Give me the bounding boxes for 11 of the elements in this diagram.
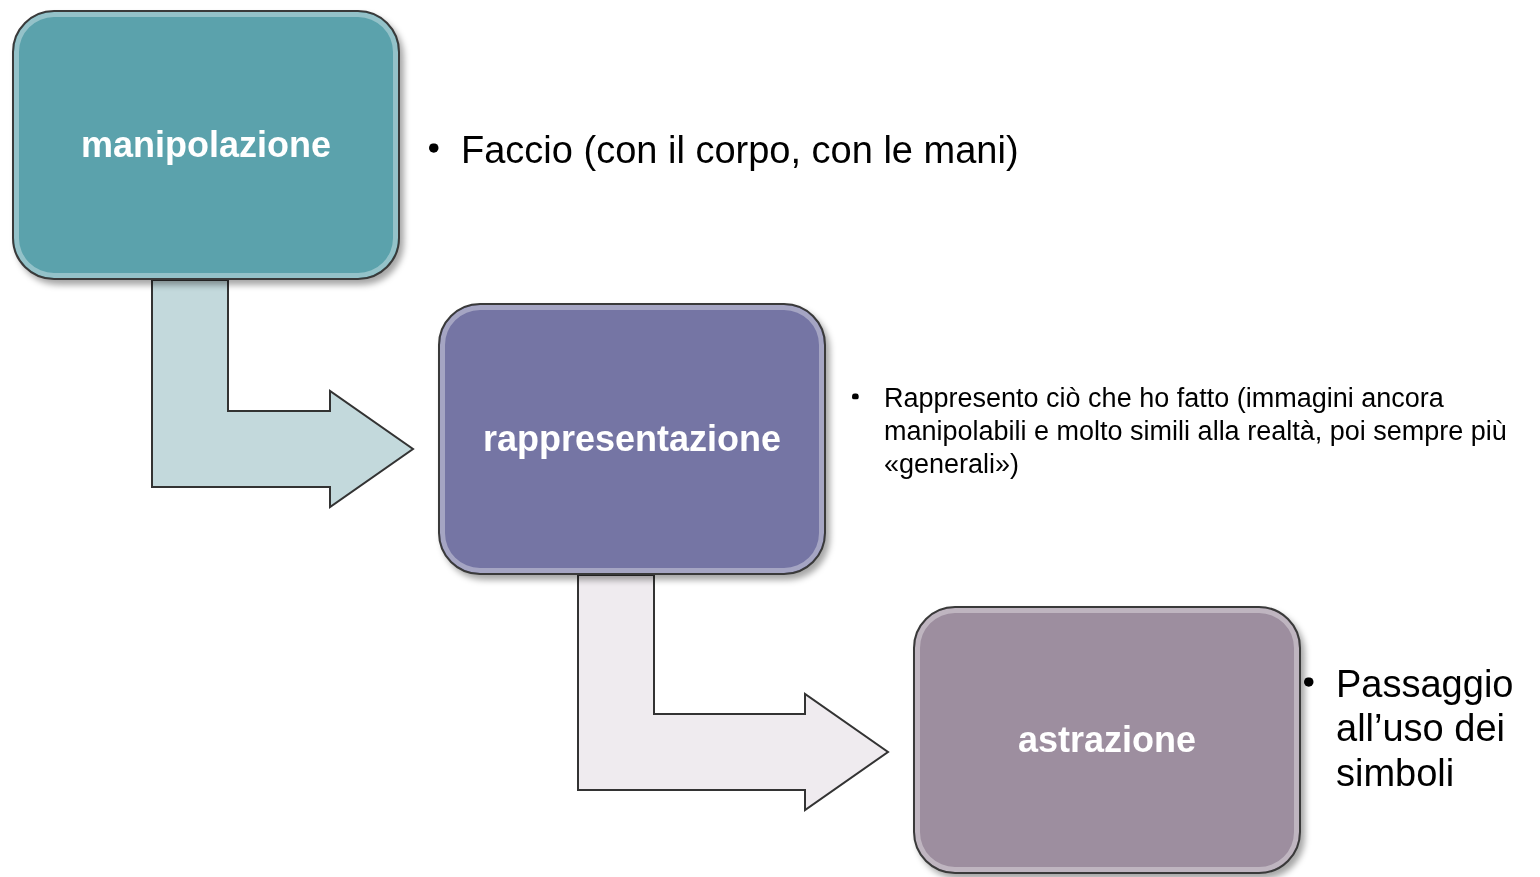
process-box: [913, 606, 1301, 874]
box-label: astrazione: [1017, 719, 1197, 761]
process-box: [438, 303, 826, 575]
bent-arrow: [577, 574, 890, 812]
process-box: [12, 10, 400, 280]
bullet-text: Rappresento ciò che ho fatto (immagini ancora manipolabili e molto simili alla realtà, poi sempre più «generali»): [884, 383, 1507, 479]
box-label: manipolazione: [81, 124, 331, 166]
bent-arrow: [151, 279, 415, 509]
box-label: rappresentazione: [482, 418, 782, 460]
bullet-text: Faccio (con il corpo, con le mani): [461, 129, 1019, 171]
bullet-text: Passaggio all’uso dei simboli: [1336, 663, 1514, 794]
